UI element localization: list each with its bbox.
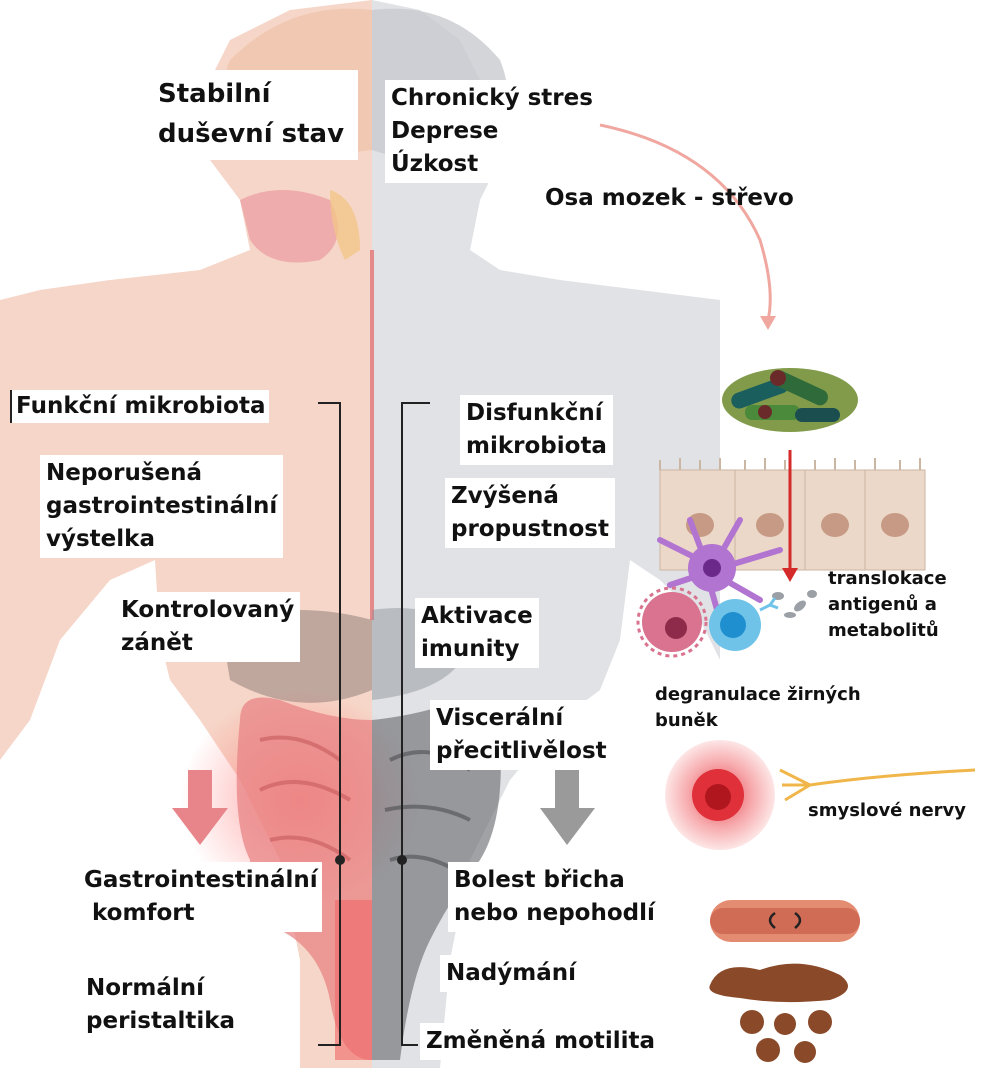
mast-cell [665, 740, 775, 850]
antigen-particles [772, 590, 817, 618]
hard-stool [740, 1010, 832, 1063]
loose-stool [709, 964, 848, 1003]
label-altered-motility: Změněná motilita [420, 1023, 661, 1060]
label-intact-lining: Neporušená gastrointestinální výstelka [40, 455, 283, 558]
label-normal-peristalsis: Normální peristaltika [80, 970, 241, 1040]
label-translocation: translokace antigenů a metabolitů [828, 566, 947, 644]
label-gi-comfort: Gastrointestinální komfort [80, 862, 322, 932]
label-immune-activation: Aktivace imunity [415, 598, 539, 668]
disease-down-arrow [540, 770, 595, 845]
label-dysfunctional-microbiota: Disfunkční mikrobiota [460, 395, 613, 465]
sensory-nerve [780, 770, 975, 800]
label-stable-mind: Stabilní duševní stav [150, 70, 358, 160]
label-controlled-inflammation: Kontrolovaný zánět [115, 592, 300, 662]
label-mast-cell-degranulation: degranulace žirných buněk [655, 682, 861, 734]
bacteria-cluster [722, 368, 858, 432]
label-chronic-stress: Chronický stres Deprese Úzkost [385, 80, 599, 183]
label-sensory-nerves: smyslové nervy [808, 798, 966, 824]
label-abdominal-pain: Bolest břicha nebo nepohodlí [448, 862, 661, 932]
bowel-segment [710, 900, 860, 942]
blue-immune-cell [709, 598, 778, 651]
label-brain-gut-axis: Osa mozek - střevo [545, 182, 794, 215]
label-visceral-hypersensitivity: Viscerální přecitlivělost [430, 700, 613, 770]
label-increased-permeability: Zvýšená propustnost [445, 478, 615, 548]
label-bloating: Nadýmání [440, 955, 582, 992]
pink-immune-cell [638, 588, 706, 656]
label-functional-microbiota: Funkční mikrobiota [10, 390, 269, 423]
